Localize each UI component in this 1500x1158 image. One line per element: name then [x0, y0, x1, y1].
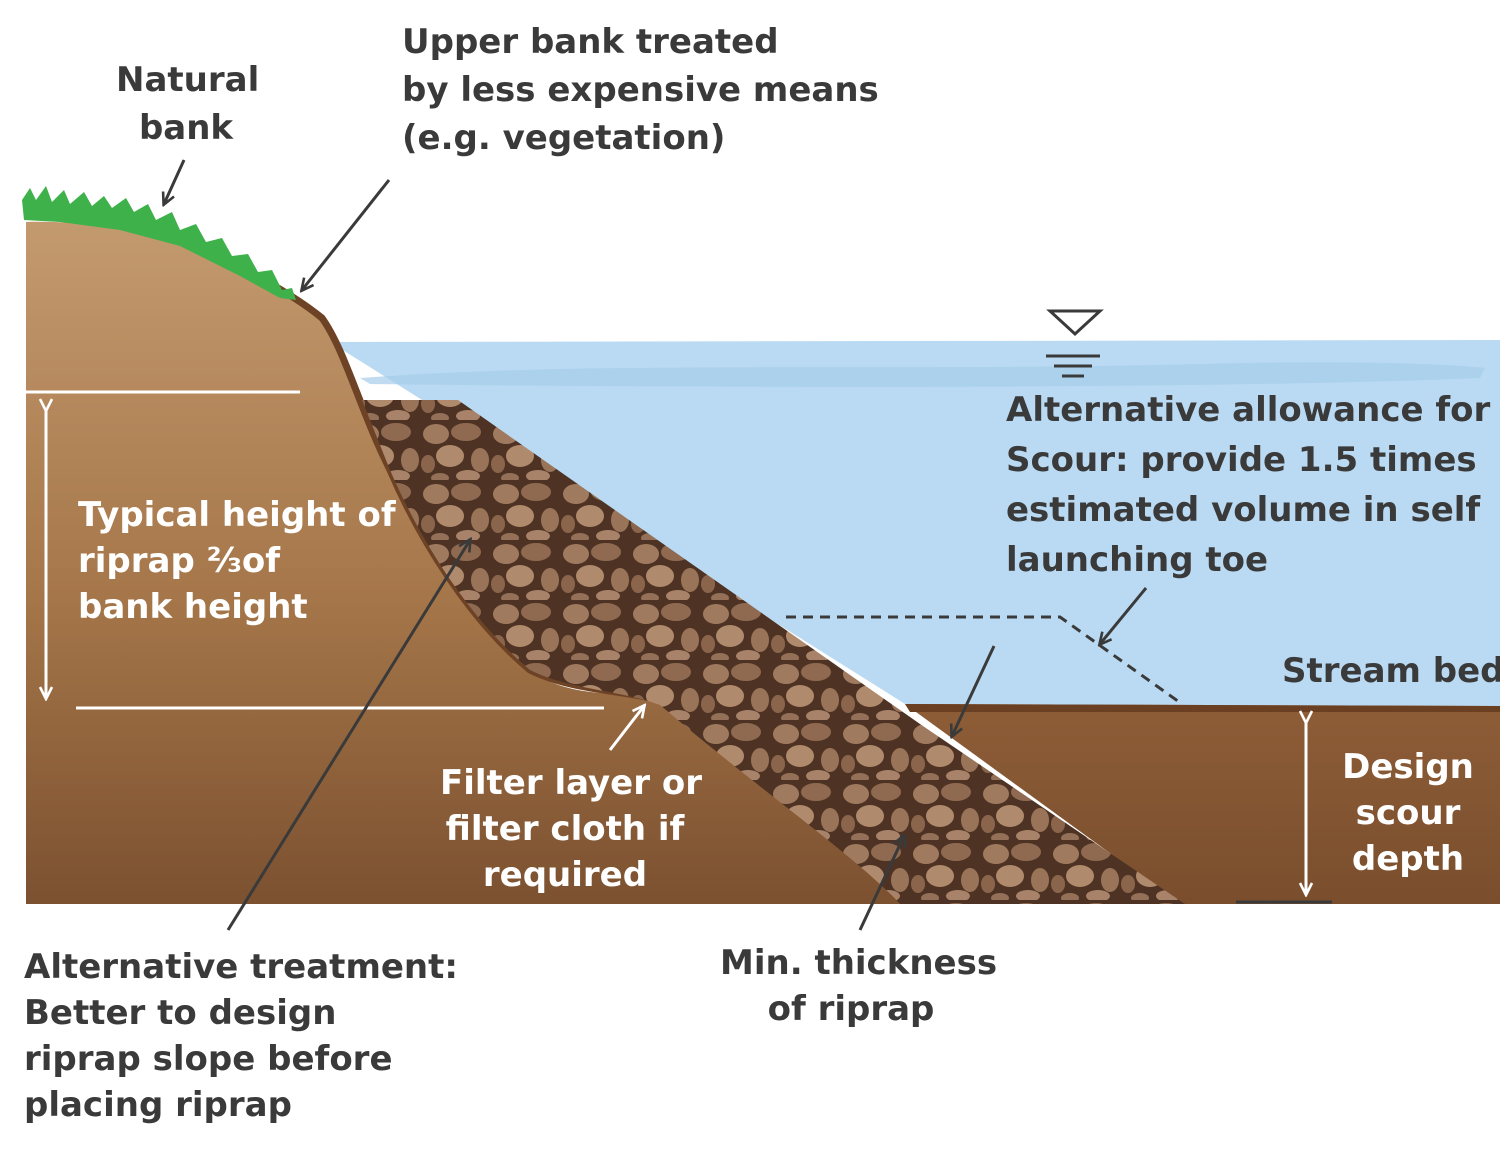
streambed-surface [905, 704, 1500, 712]
riprap-layer [362, 400, 1185, 904]
upper-bank-label: Upper bank treated by less expensive mea… [402, 22, 879, 158]
typical-height-label: Typical height of riprap ⅔of bank height [78, 495, 396, 627]
launching-toe-dashed-line [786, 615, 1183, 706]
natural-bank-label: Natural bank [116, 60, 260, 148]
min-thickness-upper-arrow [952, 645, 996, 736]
water-level-icon [1046, 309, 1104, 378]
filter-layer-label: Filter layer or filter cloth if required [440, 763, 702, 895]
alternative-treatment-label: Alternative treatment: Better to design … [24, 947, 458, 1125]
filter-layer-arrow [608, 706, 644, 751]
bank-soil [26, 221, 1180, 904]
allowance-arrow [1100, 587, 1148, 644]
design-scour-depth-label: Design scour depth [1342, 747, 1474, 879]
water-body [330, 340, 1500, 706]
alternative-treatment-arrow [226, 540, 470, 931]
scour-allowance-label: Alternative allowance for Scour: provide… [1006, 390, 1491, 580]
stream-bed-label: Stream bed [1282, 651, 1500, 691]
min-thickness-lower-arrow [858, 836, 904, 931]
water-surface-band [360, 362, 1485, 387]
natural-bank-arrow [164, 159, 186, 204]
min-thickness-label: Min. thickness of riprap [720, 943, 998, 1029]
grass [22, 186, 296, 300]
streambed-soil [905, 704, 1500, 904]
upper-bank-arrow [302, 179, 391, 290]
